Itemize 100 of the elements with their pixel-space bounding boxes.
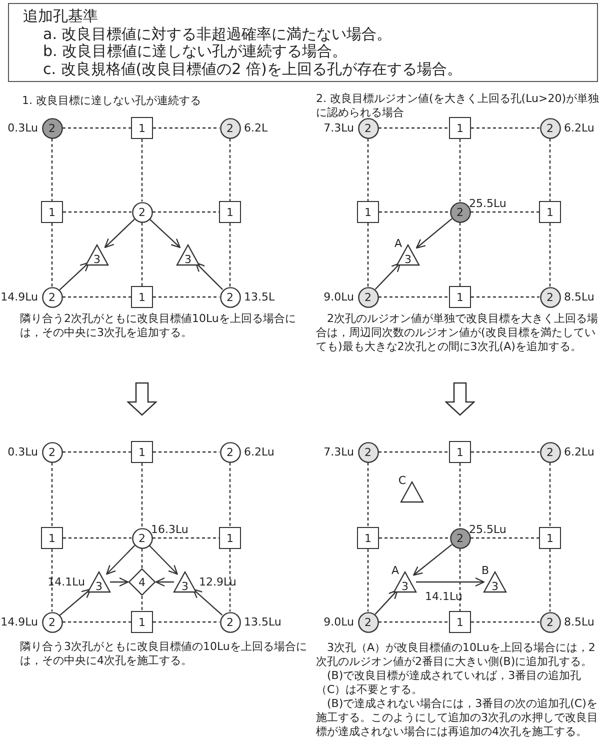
dashed-line bbox=[549, 549, 551, 612]
dashed-line bbox=[141, 463, 143, 528]
hole-square: 1 bbox=[131, 286, 153, 308]
hole-circle: 2 bbox=[358, 286, 378, 308]
hole-circle: 2 bbox=[358, 118, 378, 138]
dashed-line bbox=[378, 127, 449, 129]
hole-triangle: 3 bbox=[87, 571, 111, 593]
hole-label: 6.2Lu bbox=[244, 446, 274, 458]
dashed-line bbox=[459, 463, 461, 528]
hole-label: 8.5Lu bbox=[564, 616, 594, 628]
dashed-line bbox=[379, 211, 450, 213]
arrow bbox=[374, 590, 398, 615]
dashed-line bbox=[470, 537, 539, 539]
criteria-item: a. 改良目標値に対する非超過確率に満たない場合。 bbox=[42, 26, 393, 43]
arrow bbox=[104, 218, 135, 248]
dashed-line bbox=[63, 211, 132, 213]
dashed-line bbox=[62, 451, 131, 453]
dashed-line bbox=[51, 223, 53, 286]
dashed-line bbox=[549, 223, 551, 286]
caption-text: 隣り合う2次孔がともに改良目標値10Luを上回る場合には，その中央に3次孔を追加する。 bbox=[20, 312, 297, 340]
dashed-line bbox=[51, 549, 53, 612]
hole-label: 9.0Lu bbox=[324, 616, 354, 628]
dashed-line bbox=[51, 138, 53, 201]
hole-circle: 2 bbox=[220, 286, 240, 308]
arrow bbox=[374, 262, 401, 290]
dashed-line bbox=[471, 451, 540, 453]
dashed-line bbox=[153, 451, 220, 453]
hole-label: 0.3Lu bbox=[8, 446, 38, 458]
hole-circle: 2 bbox=[450, 202, 470, 222]
arrow bbox=[60, 588, 92, 616]
hole-square: 1 bbox=[219, 527, 241, 549]
arrow bbox=[416, 577, 485, 587]
hole-square: 1 bbox=[539, 527, 561, 549]
hole-square: 1 bbox=[449, 286, 471, 308]
dashed-line bbox=[378, 451, 449, 453]
criteria-item: b. 改良目標値に達しない孔が連続する場合。 bbox=[42, 43, 348, 60]
dashed-line bbox=[471, 621, 540, 623]
hole-circle: 2 bbox=[220, 118, 240, 138]
dashed-line bbox=[549, 138, 551, 201]
hole-label: 8.5Lu bbox=[564, 292, 594, 302]
arrow bbox=[148, 545, 178, 575]
arrow bbox=[59, 262, 90, 290]
dashed-line bbox=[459, 139, 461, 202]
arrow bbox=[192, 588, 223, 616]
caption-text: 3次孔（A）が改良目標値の10Luを上回る場合には，2次孔のルジオン値が2番目に大きい側(B)に追加孔する。 bbox=[316, 641, 596, 669]
hole-label: 14.9Lu bbox=[0, 616, 38, 628]
hole-circle: 2 bbox=[220, 612, 240, 632]
hole-label: 14.1Lu bbox=[48, 576, 85, 588]
dashed-line bbox=[229, 462, 231, 527]
arrow bbox=[416, 218, 452, 249]
hole-label: 7.3Lu bbox=[324, 446, 354, 458]
hole-square: 1 bbox=[131, 611, 153, 633]
hole-triangle: 3 bbox=[176, 244, 200, 266]
hole-square: 1 bbox=[449, 117, 471, 139]
hole-label: 0.3Lu bbox=[8, 122, 38, 134]
hole-square: 1 bbox=[41, 201, 63, 223]
dashed-line bbox=[62, 621, 131, 623]
arrow bbox=[195, 262, 223, 290]
criteria-title: 追加孔基準 bbox=[23, 8, 99, 26]
dashed-line bbox=[62, 296, 131, 298]
hole-square: 1 bbox=[131, 117, 153, 139]
dashed-line bbox=[153, 296, 220, 298]
hole-circle: 2 bbox=[358, 612, 378, 632]
dashed-line bbox=[141, 596, 143, 611]
hole-circle: 2 bbox=[540, 286, 560, 308]
dashed-line bbox=[367, 462, 369, 527]
dashed-line bbox=[141, 139, 143, 202]
dashed-line bbox=[229, 549, 231, 612]
dashed-line bbox=[378, 621, 449, 623]
arrow bbox=[106, 545, 136, 575]
hole-label: 14.1Lu bbox=[425, 591, 462, 602]
hole-circle: 2 bbox=[42, 118, 62, 138]
dashed-line bbox=[378, 296, 449, 298]
section-heading: 1. 改良目標に達しない孔が連続する bbox=[22, 94, 202, 108]
hole-label: 25.5Lu bbox=[469, 524, 506, 535]
hole-label: 6.2L bbox=[244, 122, 268, 134]
dashed-line bbox=[141, 548, 143, 568]
dashed-line bbox=[470, 211, 539, 213]
dashed-line bbox=[549, 462, 551, 527]
dashed-line bbox=[152, 537, 219, 539]
caption-text: (B)で達成されない場合には，3番目の次の追加孔(C)を施工する。このようにして追加の3次孔の水押しで改良目標が達成されない場合には再追加の4次孔を施工する。 bbox=[316, 697, 599, 739]
hole-circle: 2 bbox=[540, 118, 560, 138]
hole-label: 12.9Lu bbox=[199, 576, 236, 588]
hole-label: 13.5L bbox=[244, 292, 275, 302]
hole-circle: 2 bbox=[132, 528, 152, 548]
hole-diamond: 4 bbox=[128, 568, 156, 596]
dashed-line bbox=[367, 549, 369, 612]
hole-label: 6.2Lu bbox=[564, 122, 594, 134]
arrow bbox=[149, 218, 181, 248]
hole-circle: 2 bbox=[358, 442, 378, 462]
hole-label: 25.5Lu bbox=[469, 198, 506, 209]
section-heading: 2. 改良目標ルジオン値(を大きく上回る孔(Lu>20)が単独に認められる場合 bbox=[316, 92, 600, 120]
criteria-box bbox=[8, 3, 598, 82]
dashed-line bbox=[141, 222, 143, 286]
dashed-line bbox=[62, 127, 131, 129]
hole-circle: 2 bbox=[42, 612, 62, 632]
hole-circle: 2 bbox=[540, 442, 560, 462]
dashed-line bbox=[379, 537, 450, 539]
hole-label: 6.2Lu bbox=[564, 446, 594, 458]
hole-circle: 2 bbox=[132, 202, 152, 222]
